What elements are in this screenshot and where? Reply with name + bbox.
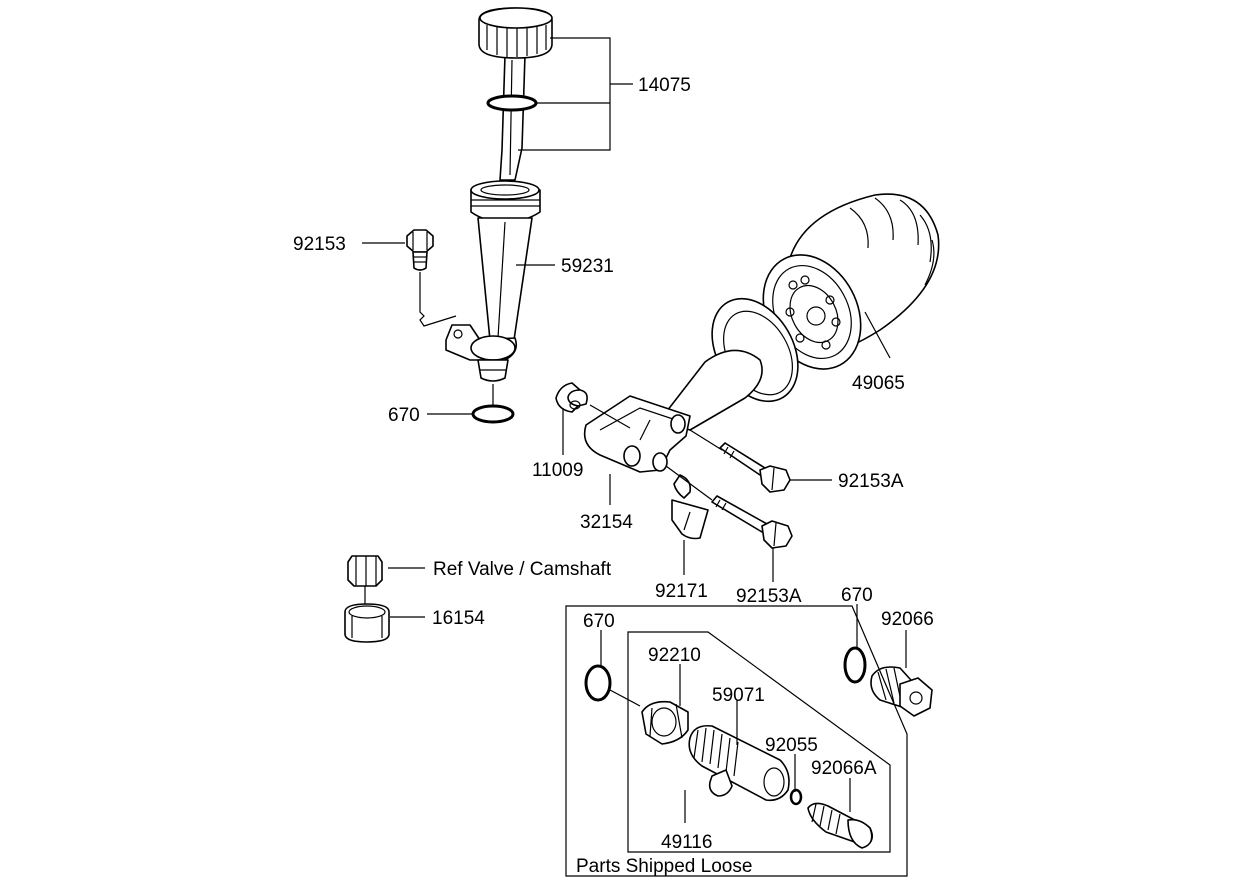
kit-caption: Parts Shipped Loose [576,856,752,877]
oil-fill-tube[interactable] [445,180,541,382]
label-ref-valve-camshaft: Ref Valve / Camshaft [433,559,612,580]
label-92055: 92055 [765,735,818,756]
label-670-b: 670 [841,585,873,606]
label-92210: 92210 [648,645,701,666]
coupling-92210[interactable] [641,700,689,745]
label-32154: 32154 [580,512,633,533]
label-59071: 59071 [712,685,765,706]
oil-pump-rotor-ref[interactable] [347,555,383,605]
o-ring-670-b[interactable] [843,646,867,684]
label-49065: 49065 [852,373,905,394]
label-14075: 14075 [638,75,691,96]
filter-adapter[interactable] [583,283,816,473]
leader-lines [362,37,907,823]
valve-body-59071[interactable] [688,724,790,802]
clip-11009[interactable] [555,382,588,413]
label-670-a: 670 [388,405,420,426]
bolt-92153[interactable] [406,229,457,327]
label-11009: 11009 [532,460,583,481]
label-670-c: 670 [583,611,615,632]
valve-92066A[interactable] [807,802,874,849]
parts-shipped-loose-box [565,605,908,877]
bolt-92153A-a[interactable] [719,442,791,493]
label-92066A: 92066A [811,758,877,779]
label-92171: 92171 [655,581,708,602]
label-92066: 92066 [881,609,934,630]
o-ring-670-c[interactable] [584,664,612,702]
label-92153: 92153 [293,234,346,255]
drain-plug-92066[interactable] [870,666,933,717]
label-92153A-b: 92153A [736,586,802,607]
label-16154: 16154 [432,608,485,629]
oil-filter[interactable] [744,193,940,386]
label-59231: 59231 [561,256,614,277]
label-92153A-a: 92153A [838,471,904,492]
o-ring-670-a[interactable] [471,384,515,424]
label-49116: 49116 [661,832,712,853]
clip-92171[interactable] [671,474,709,540]
o-ring-92055[interactable] [789,788,803,806]
oil-pump-rotor-16154[interactable] [344,603,390,643]
dipstick-assembly[interactable] [478,7,553,181]
bolt-92153A-b[interactable] [711,495,793,549]
